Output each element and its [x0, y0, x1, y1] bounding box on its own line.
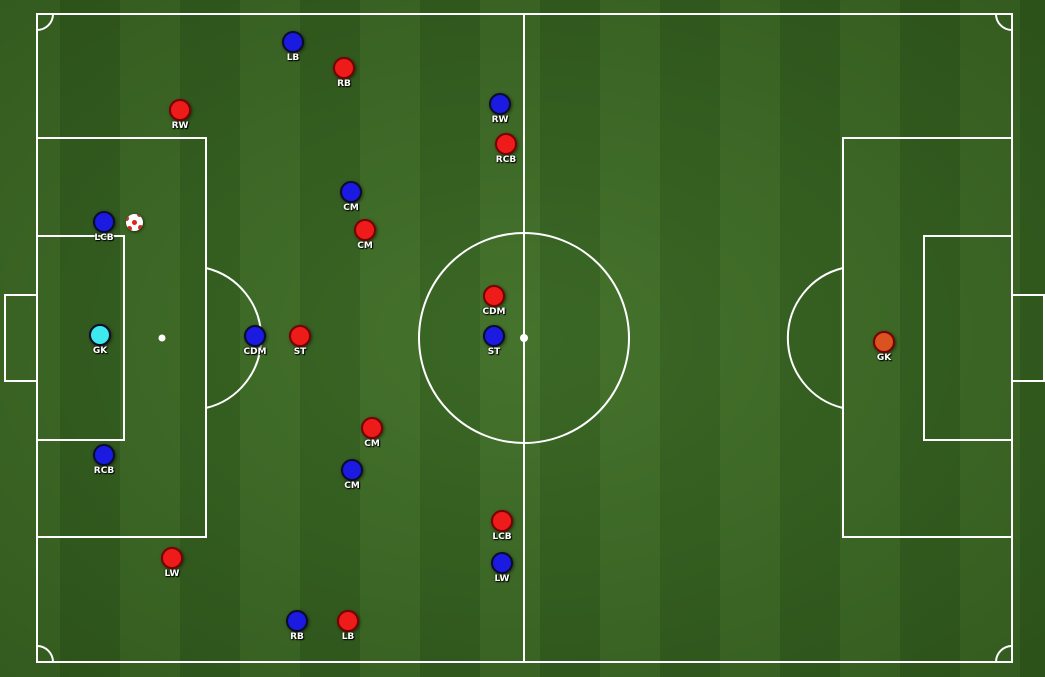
player-role-label: CDM [243, 347, 267, 357]
player-role-label: RB [290, 632, 304, 642]
player-role-label: ST [293, 347, 307, 357]
player-marker [286, 610, 308, 632]
corner-arc-top-right [995, 13, 1013, 31]
player-marker [289, 325, 311, 347]
center-circle [418, 232, 630, 444]
player-role-label: RB [337, 79, 351, 89]
corner-arc-bottom-left [36, 645, 54, 663]
player-role-label: RW [491, 115, 509, 125]
player-role-label: CM [344, 481, 360, 491]
player-role-label: LW [494, 574, 510, 584]
player-marker [337, 610, 359, 632]
player-marker [333, 57, 355, 79]
player-marker [93, 444, 115, 466]
left-goal-area [36, 235, 125, 441]
right-goal-area [923, 235, 1013, 441]
home-goalkeeper-marker [89, 324, 111, 346]
player-role-label: LB [341, 632, 355, 642]
player-marker [340, 181, 362, 203]
player-marker [354, 219, 376, 241]
player-role-label: CDM [482, 307, 506, 317]
player-role-label: ST [487, 347, 501, 357]
player-role-label: RW [171, 121, 189, 131]
right-penalty-area [842, 137, 1013, 538]
player-marker [491, 552, 513, 574]
player-role-label: CM [357, 241, 373, 251]
player-role-label: LCB [492, 532, 512, 542]
corner-arc-top-left [36, 13, 54, 31]
player-marker [169, 99, 191, 121]
player-marker [93, 211, 115, 233]
player-marker [491, 510, 513, 532]
corner-arc-bottom-right [995, 645, 1013, 663]
player-role-label: CM [343, 203, 359, 213]
left-penalty-spot [158, 334, 166, 342]
player-role-label: LCB [94, 233, 114, 243]
player-marker [282, 31, 304, 53]
player-marker [161, 547, 183, 569]
left-penalty-area [36, 137, 207, 538]
football-icon[interactable] [126, 214, 143, 231]
right-penalty-arc [786, 267, 844, 409]
player-role-label: RCB [495, 155, 517, 165]
player-role-label: GK [876, 353, 892, 363]
center-spot [520, 334, 528, 342]
player-role-label: LB [286, 53, 300, 63]
away-goalkeeper-marker [873, 331, 895, 353]
player-marker [341, 459, 363, 481]
player-marker [483, 285, 505, 307]
player-role-label: LW [164, 569, 180, 579]
player-role-label: RCB [93, 466, 115, 476]
right-goal [1011, 294, 1045, 382]
player-marker [244, 325, 266, 347]
player-role-label: CM [364, 439, 380, 449]
player-marker [361, 417, 383, 439]
player-marker [495, 133, 517, 155]
player-role-label: GK [92, 346, 108, 356]
left-goal [4, 294, 38, 382]
player-marker [489, 93, 511, 115]
player-marker [483, 325, 505, 347]
